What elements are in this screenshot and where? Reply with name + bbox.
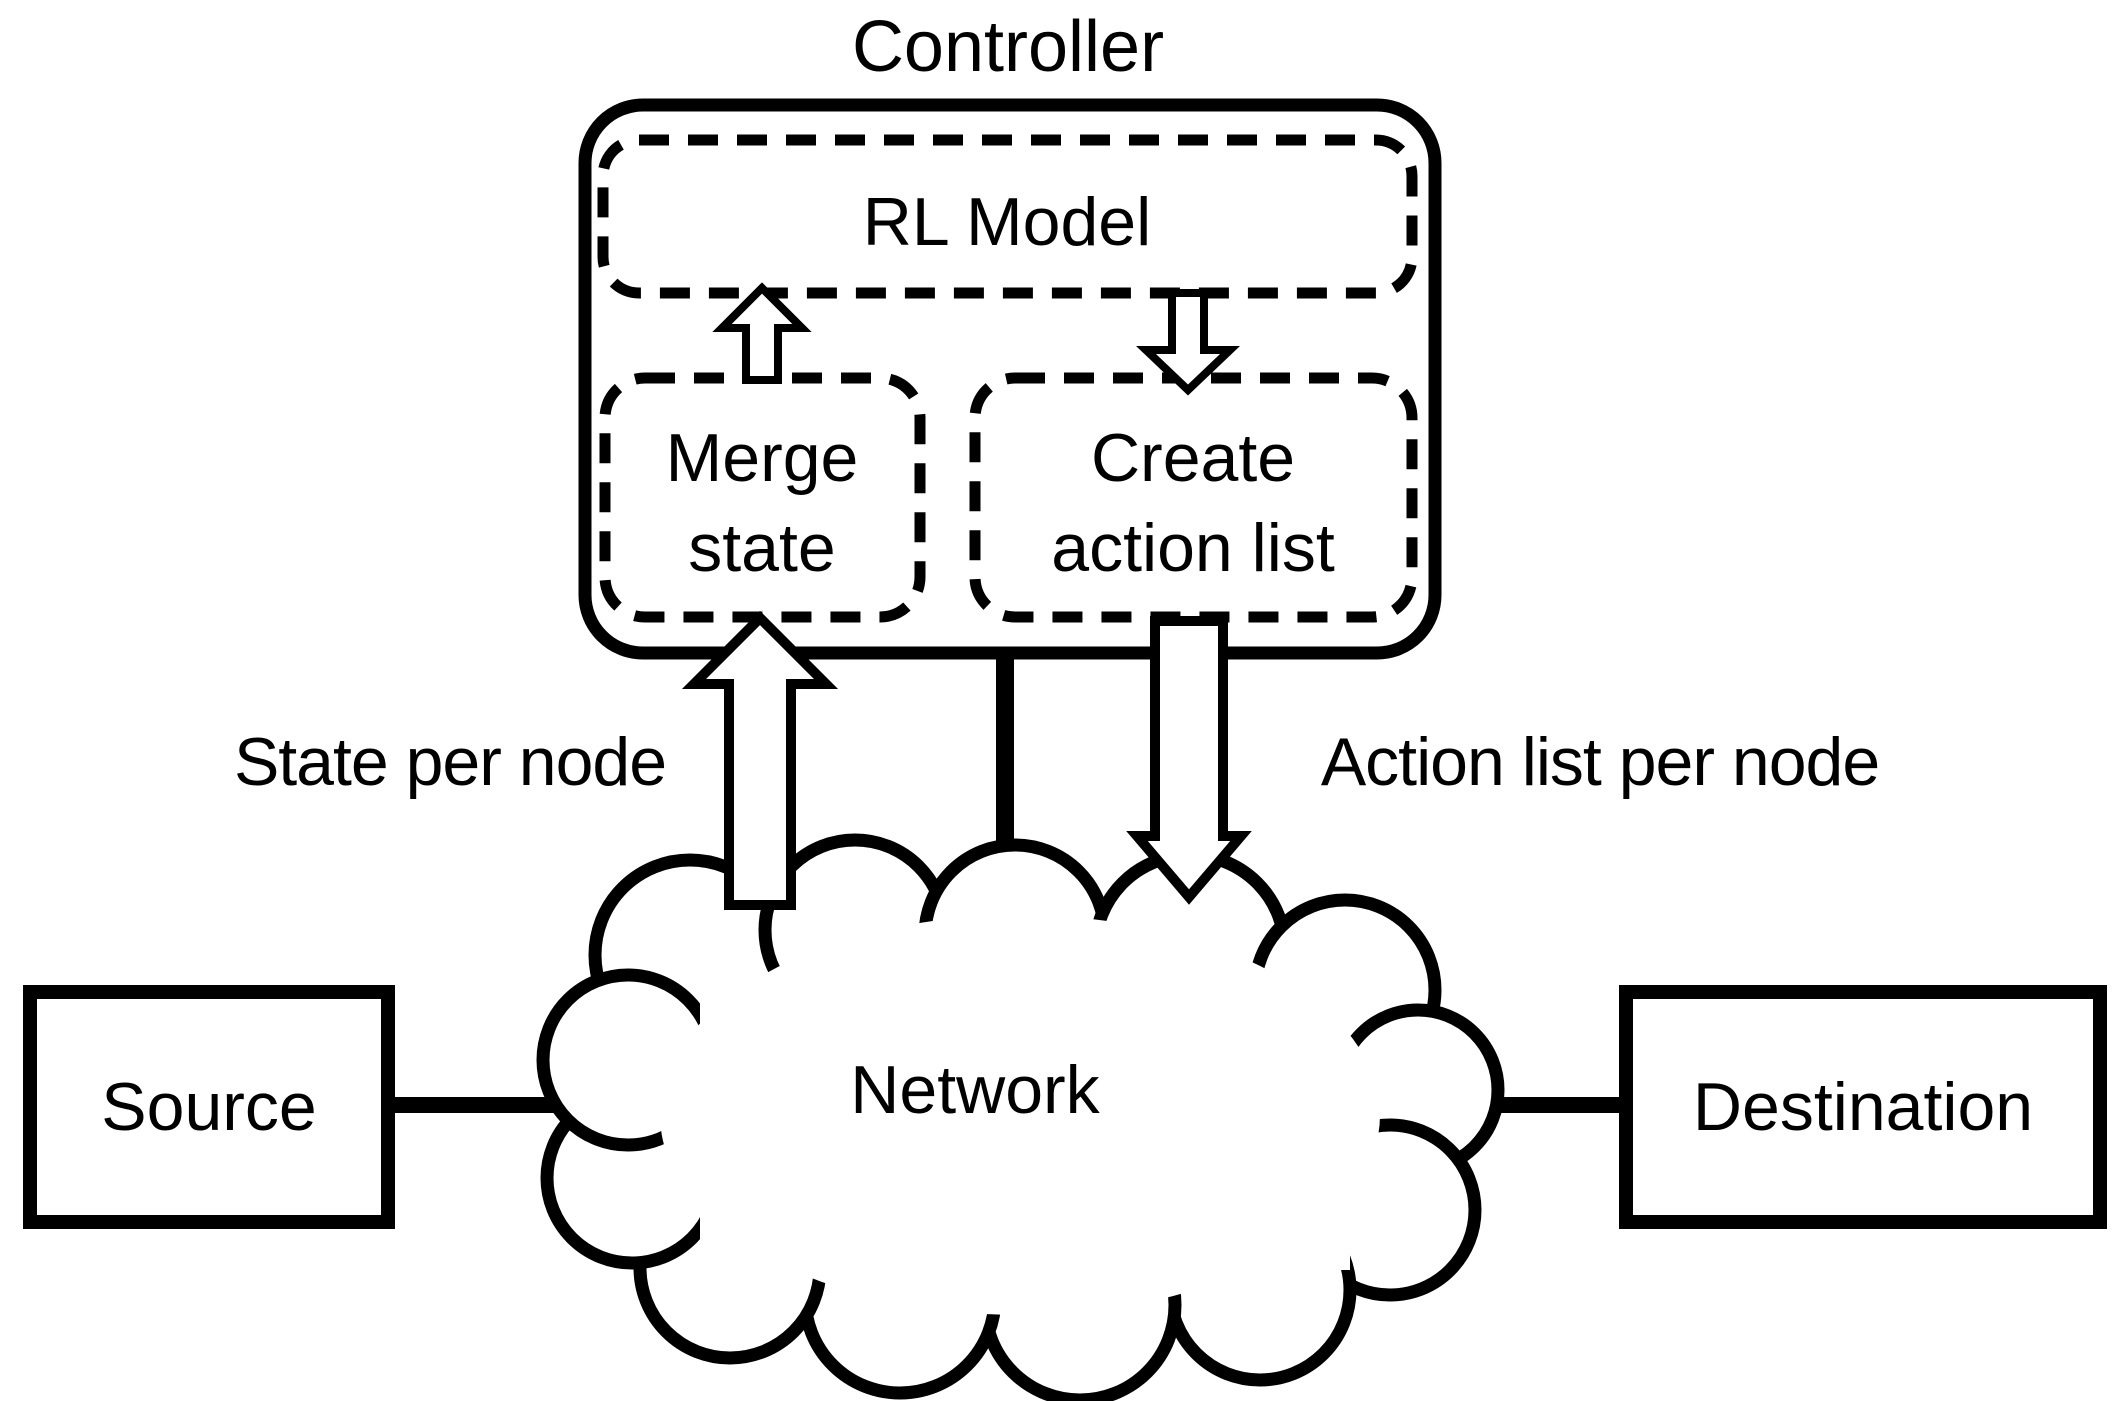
state-per-node-label: State per node bbox=[234, 724, 666, 800]
create-action-list-label-line2: action list bbox=[1051, 510, 1335, 586]
create-action-list-label-line1: Create bbox=[1091, 420, 1295, 496]
arrow-down-icon bbox=[1136, 289, 1240, 396]
merge-state-label-line1: Merge bbox=[666, 420, 859, 496]
big-arrow-down-icon bbox=[1126, 616, 1252, 905]
cloud-icon bbox=[536, 833, 1505, 1401]
merge-state-label-line2: state bbox=[688, 510, 835, 586]
controller-title: Controller bbox=[852, 7, 1164, 87]
rl-model-box bbox=[597, 134, 1418, 299]
action-list-per-node-label: Action list per node bbox=[1321, 724, 1879, 800]
destination-box bbox=[1619, 985, 2107, 1229]
network-label: Network bbox=[850, 1052, 1100, 1128]
controller-network-link bbox=[996, 650, 1014, 878]
big-arrow-up-icon bbox=[681, 610, 839, 910]
source-box bbox=[23, 985, 395, 1229]
destination-label: Destination bbox=[1693, 1069, 2033, 1145]
create-action-list-box bbox=[969, 372, 1418, 623]
source-label: Source bbox=[101, 1069, 316, 1145]
arrow-up-icon bbox=[712, 282, 812, 384]
rl-model-label: RL Model bbox=[863, 184, 1152, 260]
